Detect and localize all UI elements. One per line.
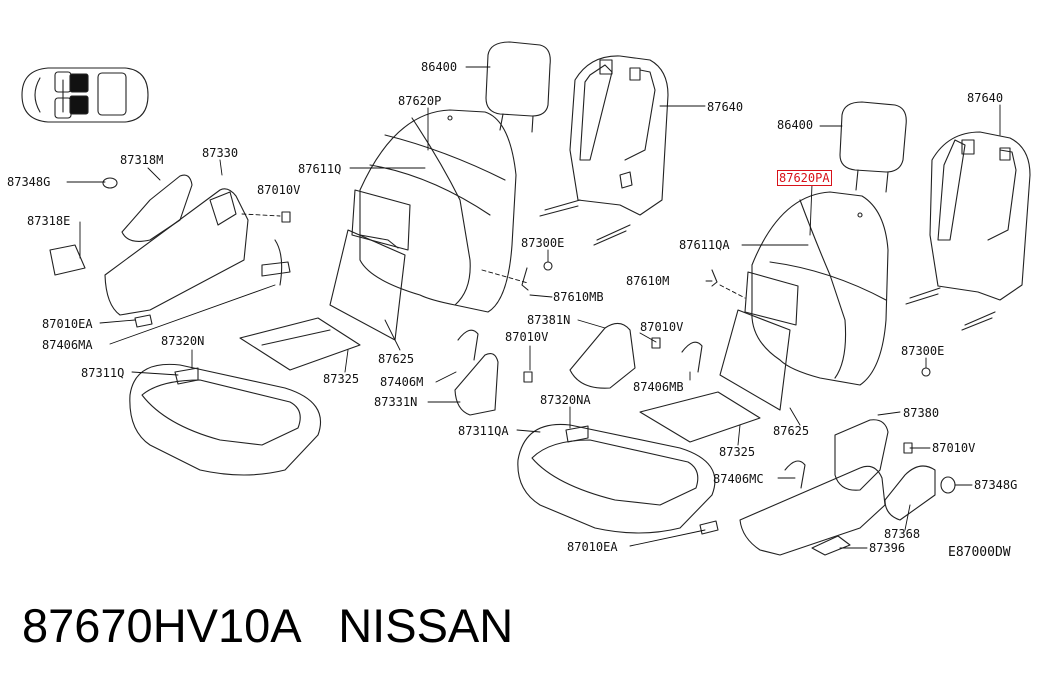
label-87325-right: 87325 xyxy=(719,445,756,459)
label-87406ma: 87406MA xyxy=(42,338,93,352)
label-87010v-a: 87010V xyxy=(257,183,301,197)
part-number: 87670HV10A xyxy=(22,599,300,652)
label-87311q: 87311Q xyxy=(81,366,125,380)
footer-caption: 87670HV10A NISSAN xyxy=(22,598,513,654)
label-87348g-left: 87348G xyxy=(7,175,51,189)
label-87318e: 87318E xyxy=(27,214,71,228)
label-87380: 87380 xyxy=(903,406,940,420)
label-87396: 87396 xyxy=(869,541,906,555)
diagram-reference-code: E87000DW xyxy=(948,545,1011,560)
label-87330: 87330 xyxy=(202,146,239,160)
parts-diagram: 86400 87640 87620P 87611Q 87348G 87318M … xyxy=(7,0,1045,560)
label-87620p: 87620P xyxy=(398,94,442,108)
label-86400-right: 86400 xyxy=(777,118,814,132)
leader-lines xyxy=(67,67,1000,548)
car-locator-icon xyxy=(22,68,148,122)
label-87300e-right: 87300E xyxy=(901,344,945,358)
seatback-left xyxy=(360,110,516,312)
label-87610mb: 87610MB xyxy=(553,290,604,304)
seatback-frame-right xyxy=(906,132,1030,330)
brand-name: NISSAN xyxy=(338,599,514,652)
seatback-pad-left xyxy=(330,190,410,340)
side-trim-left xyxy=(105,175,248,315)
seat-cushion-right xyxy=(518,424,715,533)
label-87320na: 87320NA xyxy=(540,393,591,407)
label-87610m: 87610M xyxy=(626,274,670,288)
label-87331n: 87331N xyxy=(374,395,418,409)
label-87010v-b: 87010V xyxy=(505,330,549,344)
label-87311qa: 87311QA xyxy=(458,424,509,438)
label-87406m: 87406M xyxy=(380,375,424,389)
seatback-frame-left xyxy=(540,56,668,245)
label-87620pa-highlighted: 87620PA xyxy=(777,170,832,186)
label-87625-right: 87625 xyxy=(773,424,810,438)
label-87640-left: 87640 xyxy=(707,100,744,114)
seat-cushion-left xyxy=(130,364,321,475)
label-87406mb: 87406MB xyxy=(633,380,684,394)
small-parts-right xyxy=(652,270,930,488)
label-87348g-right: 87348G xyxy=(974,478,1018,492)
label-87320n: 87320N xyxy=(161,334,205,348)
headrest-right xyxy=(840,102,906,192)
headrest-left xyxy=(486,42,550,132)
label-87010v-c: 87010V xyxy=(640,320,684,334)
seatback-pad-right xyxy=(720,272,798,410)
label-87381n: 87381N xyxy=(527,313,571,327)
label-87368: 87368 xyxy=(884,527,921,541)
cushion-pad-right xyxy=(640,392,760,442)
label-87625-left: 87625 xyxy=(378,352,415,366)
cushion-pad-left xyxy=(240,318,360,370)
label-87300e-left: 87300E xyxy=(521,236,565,250)
label-87325-left: 87325 xyxy=(323,372,360,386)
label-87640-right: 87640 xyxy=(967,91,1004,105)
label-87611q: 87611Q xyxy=(298,162,342,176)
seatback-right xyxy=(752,192,888,385)
label-86400-left: 86400 xyxy=(421,60,458,74)
label-87010v-d: 87010V xyxy=(932,441,976,455)
label-87611qa: 87611QA xyxy=(679,238,730,252)
label-87010ea-left: 87010EA xyxy=(42,317,93,331)
label-87010ea-right: 87010EA xyxy=(567,540,618,554)
label-87318m: 87318M xyxy=(120,153,164,167)
label-87406mc: 87406MC xyxy=(713,472,764,486)
